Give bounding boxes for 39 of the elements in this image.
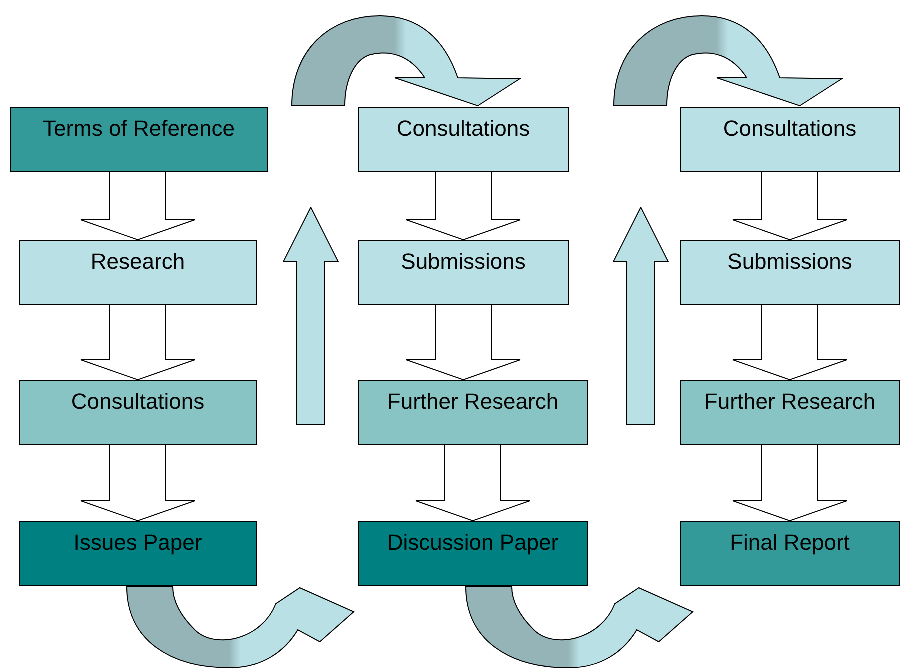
curved-arrow [292, 16, 520, 106]
box-label: Terms of Reference [43, 116, 235, 142]
box-label: Further Research [387, 389, 559, 415]
process-box [10, 107, 268, 172]
box-label: Final Report [730, 530, 850, 556]
box-label: Issues Paper [74, 530, 202, 556]
block-arrow [406, 172, 521, 241]
curved-arrow [126, 586, 354, 668]
box-label: Further Research [704, 389, 876, 415]
process-box [680, 107, 900, 172]
process-box [358, 240, 569, 305]
curved-arrow [614, 16, 842, 106]
block-arrow [80, 304, 196, 381]
block-arrow [416, 444, 530, 522]
process-box [358, 107, 569, 172]
process-box [358, 380, 588, 445]
process-box [680, 380, 900, 445]
process-box [680, 240, 900, 305]
process-box [358, 521, 588, 586]
up-arrow [613, 207, 669, 425]
block-arrow [80, 172, 196, 241]
block-arrow [732, 172, 848, 241]
block-arrow [406, 304, 521, 381]
process-box [19, 521, 257, 586]
process-box [19, 240, 257, 305]
box-label: Consultations [71, 389, 205, 415]
curved-arrow [466, 586, 694, 668]
process-box [680, 521, 900, 586]
box-label: Consultations [723, 116, 857, 142]
up-arrow [283, 207, 339, 425]
block-arrow [80, 444, 196, 522]
box-label: Research [90, 249, 186, 275]
process-box [19, 380, 257, 445]
block-arrow [732, 444, 848, 522]
block-arrow [732, 304, 848, 381]
box-label: Submissions [401, 249, 526, 275]
box-label: Submissions [728, 249, 852, 275]
box-label: Discussion Paper [387, 530, 559, 556]
box-label: Consultations [396, 116, 530, 142]
